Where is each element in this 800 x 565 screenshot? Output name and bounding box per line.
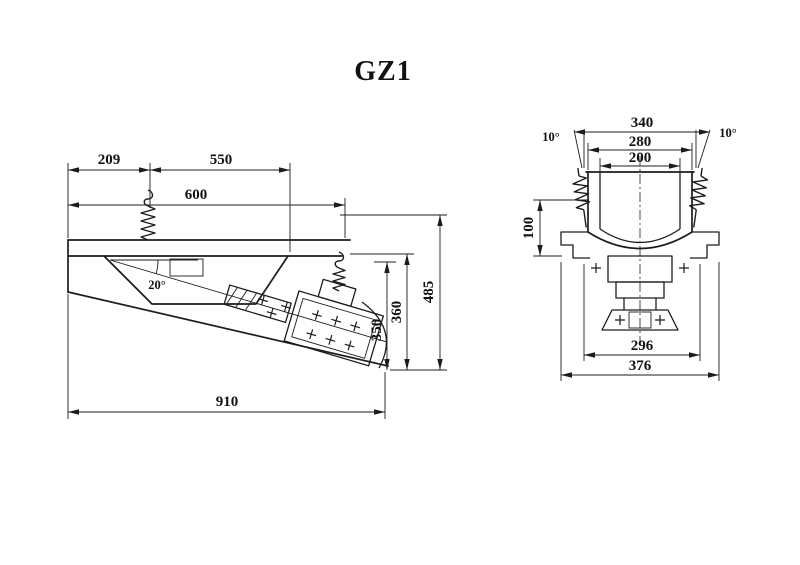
dim-910-label: 910 bbox=[216, 394, 239, 410]
dim-360-label: 360 bbox=[389, 301, 405, 324]
side-window bbox=[169, 258, 204, 277]
angle-10-left-label: 10° bbox=[542, 130, 560, 144]
magnet-bolt-marks bbox=[304, 308, 363, 353]
side-view: 209 550 600 910 485 360 350 20° bbox=[67, 152, 447, 419]
side-extension-lines bbox=[67, 163, 447, 419]
magnet-box-inner bbox=[291, 297, 377, 359]
dim-340-label: 340 bbox=[631, 115, 654, 131]
dim-376-label: 376 bbox=[629, 358, 652, 374]
dim-209-label: 209 bbox=[98, 152, 121, 168]
spring-bracket bbox=[317, 278, 357, 307]
dim-100-label: 100 bbox=[521, 217, 537, 240]
front-dimension-lines bbox=[537, 129, 719, 378]
side-dimension-lines bbox=[68, 167, 443, 415]
dim-485-label: 485 bbox=[421, 281, 437, 304]
side-angle-reference bbox=[110, 259, 198, 275]
front-angle-reference-lines bbox=[573, 129, 711, 169]
front-frame-brackets bbox=[560, 231, 720, 259]
front-spring-right bbox=[688, 167, 709, 228]
front-base bbox=[601, 309, 679, 331]
drive-spring bbox=[332, 251, 346, 292]
armature-hatching bbox=[225, 287, 258, 311]
spring-hook-icon bbox=[143, 189, 154, 207]
spring-coil-icon bbox=[332, 267, 346, 292]
drive-axis-line bbox=[109, 259, 387, 343]
drawing-title: GZ1 bbox=[354, 56, 411, 87]
spring-hook-icon bbox=[334, 251, 345, 269]
front-trough-inner bbox=[599, 172, 681, 244]
side-trough-outline bbox=[67, 239, 389, 367]
dim-200-label: 200 bbox=[629, 150, 652, 166]
dim-280-label: 280 bbox=[629, 134, 652, 150]
front-magnet-assembly bbox=[607, 255, 673, 310]
side-drive-unit bbox=[109, 259, 387, 367]
dim-296-label: 296 bbox=[631, 338, 654, 354]
angle-10-right-label: 10° bbox=[719, 126, 737, 140]
front-view: 340 280 200 100 296 376 10° 10° bbox=[521, 115, 737, 381]
front-trough-shell bbox=[585, 171, 695, 250]
spring-coil-icon bbox=[140, 205, 156, 241]
front-extension-lines bbox=[533, 143, 720, 381]
front-spring-left bbox=[571, 167, 592, 228]
armature-bar bbox=[223, 284, 292, 324]
dim-350-label: 350 bbox=[369, 319, 385, 342]
dim-550-label: 550 bbox=[210, 152, 233, 168]
dim-600-label: 600 bbox=[185, 187, 208, 203]
angle-20-label: 20° bbox=[148, 278, 166, 292]
suspension-spring-left bbox=[140, 189, 156, 241]
